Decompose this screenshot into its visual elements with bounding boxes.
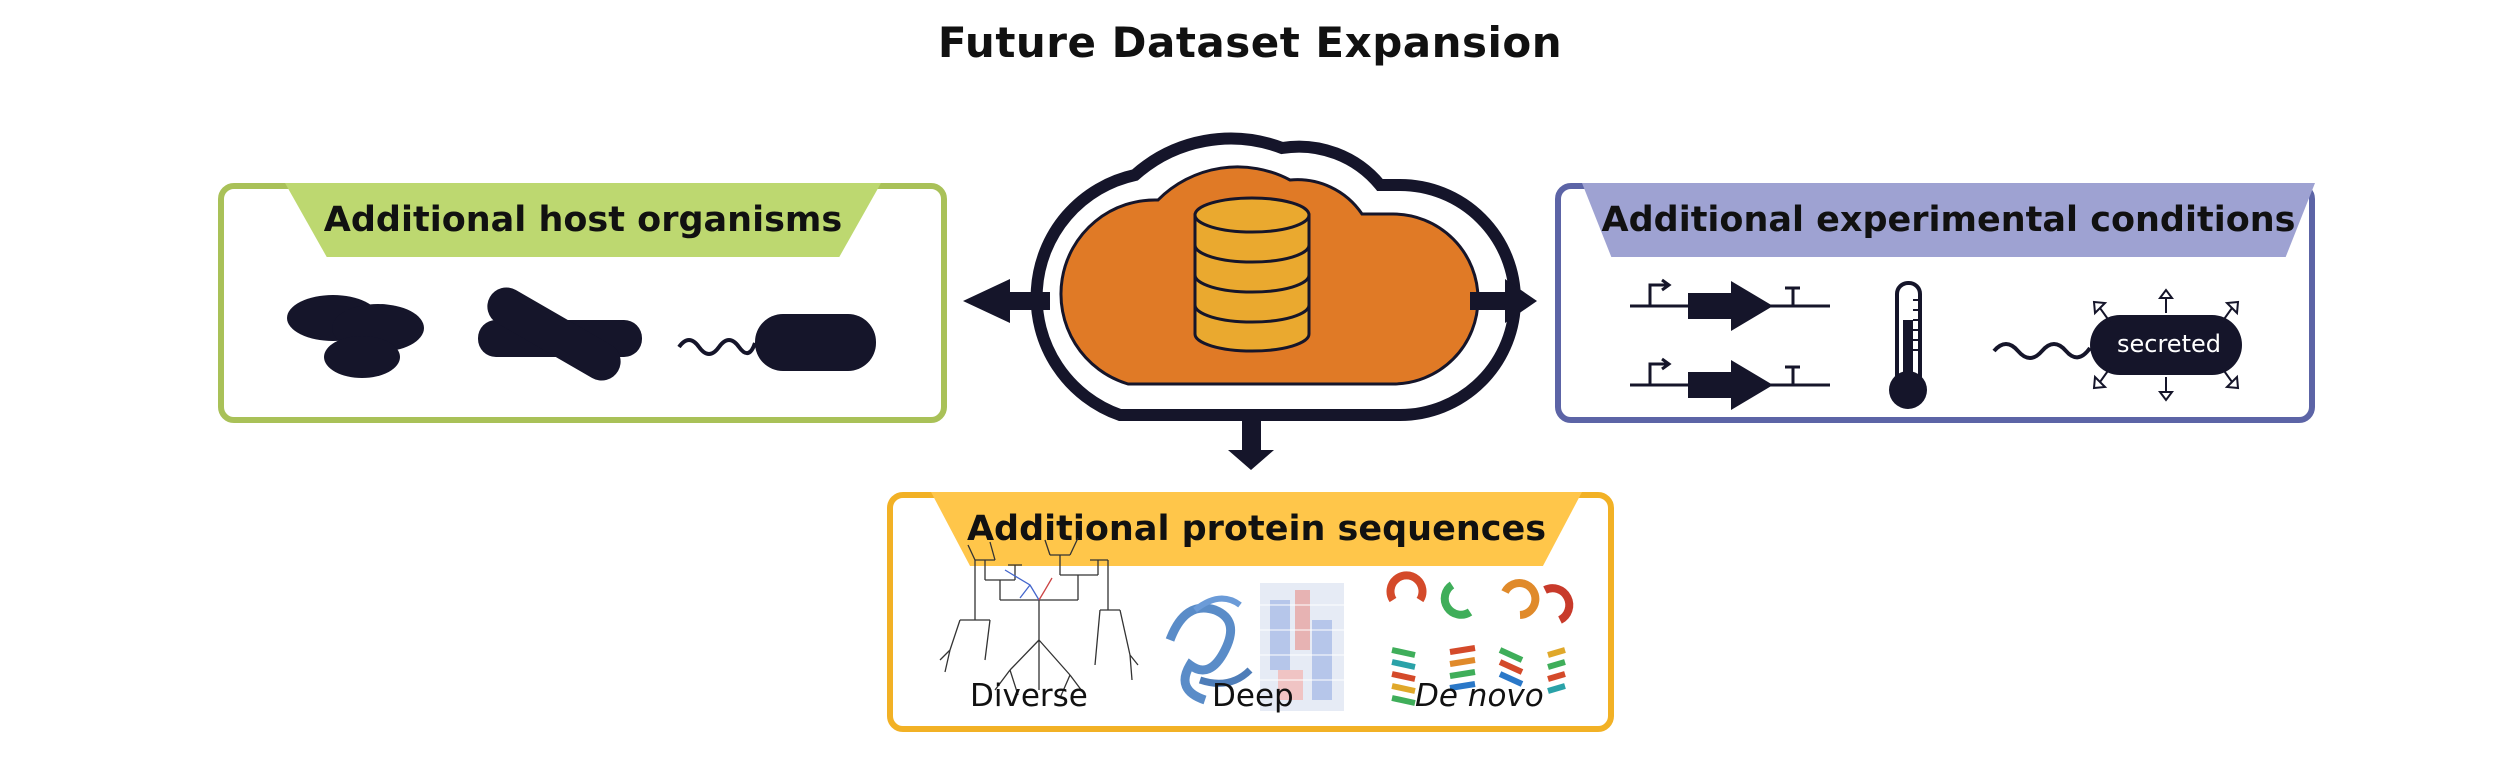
deep-label: Deep [1212, 678, 1294, 714]
de-novo-label: De novo [1415, 678, 1544, 714]
database-icon [1193, 196, 1311, 353]
phylogenetic-tree-image [939, 537, 1139, 699]
expansion-arrows [963, 279, 1537, 470]
protein-heatmap-image [1165, 583, 1344, 711]
host-organisms-tab: Additional host organisms [285, 183, 881, 257]
secreted-label: secreted [2117, 330, 2221, 358]
yeast-icon [287, 295, 424, 378]
protein-sequences-tab: Additional protein sequences [931, 492, 1582, 566]
experimental-conditions-tab: Additional experimental conditions [1582, 183, 2315, 257]
gene-construct-icon [1630, 278, 1830, 410]
fungus-icon [478, 287, 642, 381]
de-novo-proteins-image [1386, 571, 1574, 706]
arrow-left-icon [963, 279, 1050, 323]
host-organisms-panel: Additional host organisms [218, 183, 947, 423]
secreted-bacterium-icon [1992, 288, 2242, 402]
diverse-label: Diverse [970, 678, 1088, 714]
thermometer-icon [1889, 281, 1927, 409]
arrow-right-icon [1470, 279, 1537, 323]
experimental-conditions-panel: Additional experimental conditions [1555, 183, 2315, 423]
protein-sequences-panel: Additional protein sequences [887, 492, 1614, 732]
bacterium-icon [677, 314, 876, 371]
arrow-down-icon [1228, 418, 1274, 470]
diagram-title: Future Dataset Expansion [937, 18, 1563, 67]
